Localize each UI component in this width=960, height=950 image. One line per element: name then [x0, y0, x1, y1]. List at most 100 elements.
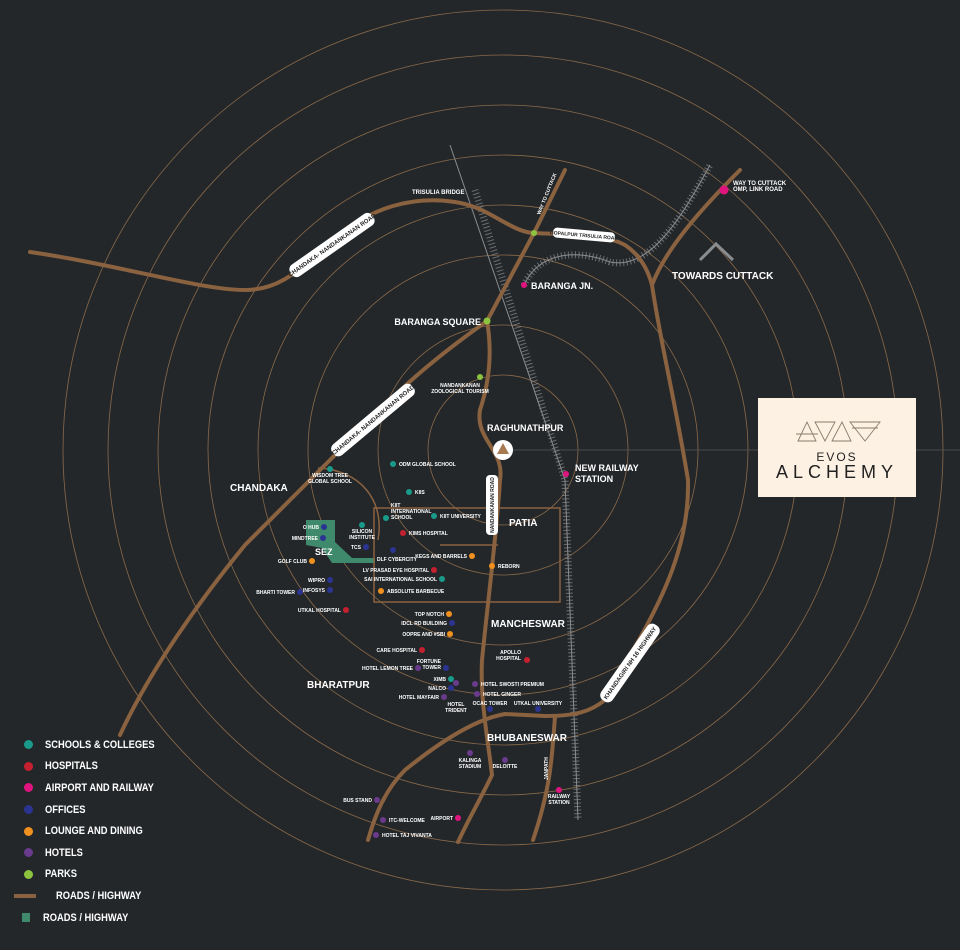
office-marker[interactable]: [443, 665, 449, 671]
poi[interactable]: ABSOLUTE BARBECUE: [378, 588, 445, 595]
poi[interactable]: GOLF CLUB: [278, 558, 315, 565]
office-marker[interactable]: [327, 587, 333, 593]
hotel-marker[interactable]: [373, 832, 379, 838]
poi[interactable]: IDCL RD BUILDING: [401, 620, 455, 627]
poi[interactable]: TOP NOTCH: [415, 611, 452, 618]
office-marker[interactable]: [321, 524, 327, 530]
school-marker[interactable]: [448, 676, 454, 682]
lounge-marker[interactable]: [469, 553, 475, 559]
poi[interactable]: AIRPORT: [431, 815, 462, 822]
school-marker[interactable]: [383, 515, 389, 521]
hotel-marker[interactable]: [415, 665, 421, 671]
poi[interactable]: OCAC TOWER: [473, 701, 508, 712]
poi[interactable]: REBORN: [489, 563, 520, 570]
hospital-marker[interactable]: [431, 567, 437, 573]
hotel-marker[interactable]: [453, 680, 459, 686]
poi[interactable]: HOTEL GINGER: [474, 691, 521, 698]
poi[interactable]: BUS STAND: [343, 797, 380, 804]
poi[interactable]: WIPRO: [308, 577, 333, 584]
poi[interactable]: UTKAL UNIVERSITY: [514, 701, 563, 712]
hotel-marker[interactable]: [374, 797, 380, 803]
lounge-marker[interactable]: [446, 611, 452, 617]
poi[interactable]: ODM GLOBAL SCHOOL: [390, 461, 456, 468]
hotel-marker[interactable]: [502, 757, 508, 763]
poi[interactable]: HOTEL LEMON TREE: [362, 665, 421, 672]
poi[interactable]: MINDTREE: [292, 535, 326, 542]
hotel-marker[interactable]: [467, 750, 473, 756]
transit-marker[interactable]: [556, 787, 562, 793]
poi[interactable]: INFOSYS: [303, 587, 333, 594]
poi[interactable]: KIIT UNIVERSITY: [431, 513, 482, 520]
poi[interactable]: DELOITTE: [493, 757, 518, 770]
park-marker[interactable]: [477, 374, 483, 380]
school-marker[interactable]: [327, 466, 333, 472]
lounge-marker[interactable]: [447, 631, 453, 637]
poi-label: HOTEL: [448, 702, 465, 708]
poi[interactable]: NALCO: [428, 685, 454, 692]
hospital-marker[interactable]: [524, 657, 530, 663]
poi[interactable]: UTKAL HOSPITAL: [298, 607, 349, 614]
lounge-marker[interactable]: [309, 558, 315, 564]
office-marker[interactable]: [320, 535, 326, 541]
transit-marker[interactable]: [455, 815, 461, 821]
office-marker[interactable]: [363, 544, 369, 550]
office-marker[interactable]: [487, 706, 493, 712]
office-marker[interactable]: [449, 620, 455, 626]
poi[interactable]: LV PRASAD EYE HOSPITAL: [363, 567, 437, 574]
poi[interactable]: HOTEL SWOSTI PREMIUM: [472, 681, 544, 688]
gopalpur-park-marker[interactable]: [531, 230, 537, 236]
school-marker[interactable]: [359, 522, 365, 528]
poi[interactable]: ITC-WELCOME: [380, 817, 425, 824]
office-marker[interactable]: [535, 706, 541, 712]
poi[interactable]: HOTEL MAYFAIR: [399, 694, 447, 701]
hospital-marker[interactable]: [343, 607, 349, 613]
poi-label: NANDANKANAN: [440, 383, 480, 389]
road-label-nandankanan: NANDANKANAN ROAD: [486, 475, 498, 535]
transit-marker[interactable]: [719, 185, 729, 195]
hotel-marker[interactable]: [441, 694, 447, 700]
poi[interactable]: TCS: [351, 544, 369, 551]
office-marker[interactable]: [390, 547, 396, 553]
baranga-jn-marker[interactable]: [521, 282, 527, 288]
poi[interactable]: XIMB: [434, 676, 455, 683]
poi[interactable]: BHARTI TOWER: [256, 589, 303, 596]
poi[interactable]: KEGS AND BARRELS: [415, 553, 475, 560]
project-location-marker[interactable]: [493, 440, 513, 460]
hotel-marker[interactable]: [380, 817, 386, 823]
poi[interactable]: HOTEL TAJ VIVANTA: [373, 832, 432, 839]
poi[interactable]: DLF CYBERCITY: [377, 547, 418, 563]
hotel-marker[interactable]: [474, 691, 480, 697]
poi[interactable]: CARE HOSPITAL: [377, 647, 425, 654]
hospital-marker[interactable]: [400, 530, 406, 536]
office-marker[interactable]: [327, 577, 333, 583]
hospital-marker[interactable]: [419, 647, 425, 653]
office-marker[interactable]: [448, 685, 454, 691]
school-marker[interactable]: [406, 489, 412, 495]
poi[interactable]: OOPRE AND #SBI: [402, 631, 453, 638]
lounge-marker[interactable]: [378, 588, 384, 594]
poi[interactable]: KIMS HOSPITAL: [400, 530, 448, 537]
poi[interactable]: O HUB: [303, 524, 327, 531]
new-railway-station-marker[interactable]: [563, 471, 569, 477]
baranga-square-marker[interactable]: [483, 317, 491, 325]
poi-label: WISDOM TREE: [312, 473, 348, 479]
office-marker[interactable]: [297, 589, 303, 595]
school-marker[interactable]: [431, 513, 437, 519]
poi[interactable]: KIIS: [406, 489, 425, 496]
school-marker[interactable]: [439, 576, 445, 582]
hotel-marker[interactable]: [472, 681, 478, 687]
lounge-marker[interactable]: [489, 563, 495, 569]
school-marker[interactable]: [390, 461, 396, 467]
poi[interactable]: SAI INTERNATIONAL SCHOOL: [364, 576, 445, 583]
